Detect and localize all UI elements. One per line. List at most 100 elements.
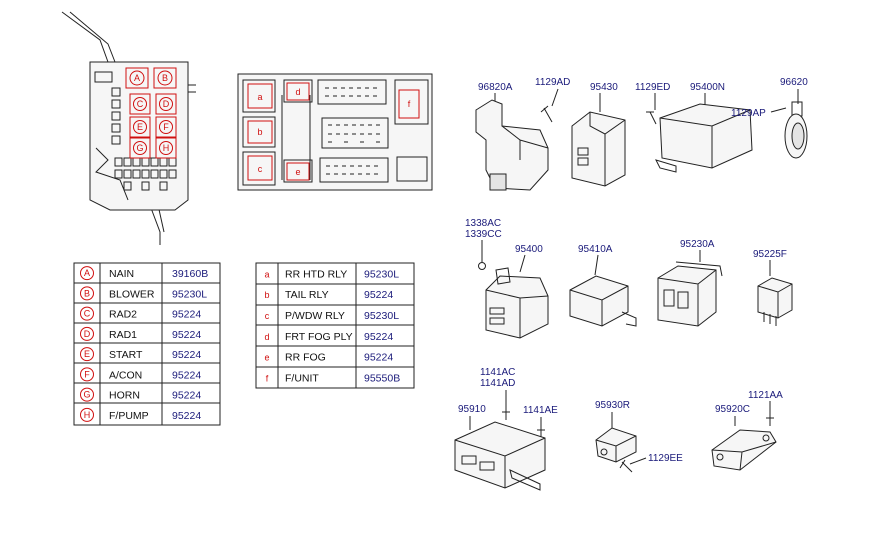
row-part: 95224: [172, 329, 201, 341]
row-name: F/PUMP: [109, 410, 149, 422]
svg-text:95400N: 95400N: [690, 82, 725, 93]
row-name: HORN: [109, 390, 140, 402]
part-1129AD: 1129AD: [535, 77, 570, 123]
row-key-circle: [80, 286, 94, 301]
svg-text:95410A: 95410A: [578, 244, 613, 255]
row-key-circle: [80, 367, 94, 382]
svg-text:f: f: [408, 99, 411, 109]
row-part: 95224: [364, 331, 393, 343]
svg-text:95930R: 95930R: [595, 400, 630, 411]
svg-text:H: H: [163, 143, 170, 153]
relay-H: H: [155, 137, 177, 159]
row-name: P/WDW RLY: [285, 310, 345, 322]
row-key: b: [264, 290, 269, 300]
svg-text:95920C: 95920C: [715, 404, 750, 415]
row-part: 95230L: [364, 268, 399, 280]
part-95930R: 95930R 1129EE: [595, 400, 683, 473]
svg-text:e: e: [295, 167, 300, 177]
svg-text:D: D: [163, 99, 170, 109]
row-key: a: [264, 269, 269, 279]
svg-text:C: C: [137, 99, 144, 109]
row-name: NAIN: [109, 268, 134, 280]
fuse-box-2: a b c d e f: [237, 73, 433, 191]
fuse-box-1: A B C D E F G: [61, 11, 196, 245]
relay-G: G: [129, 137, 151, 159]
svg-text:a: a: [257, 92, 262, 102]
row-part: 95224: [364, 352, 393, 364]
svg-text:1129AP: 1129AP: [731, 108, 766, 119]
svg-text:1141AE: 1141AE: [523, 405, 558, 416]
relay-D: D: [155, 93, 177, 115]
svg-text:1338AC: 1338AC: [465, 218, 501, 229]
part-95400: 95400: [485, 244, 549, 339]
part-95400N: 95400N: [655, 82, 753, 173]
svg-text:1129EE: 1129EE: [648, 453, 683, 464]
row-key-circle: [80, 306, 94, 321]
svg-text:G: G: [136, 143, 143, 153]
row-name: F/UNIT: [285, 372, 319, 384]
relay-B: B: [153, 67, 177, 89]
row-key: H: [84, 410, 91, 420]
row-part: 95224: [172, 369, 201, 381]
part-1338AC-1339CC: 1338AC 1339CC: [465, 218, 502, 270]
svg-text:96620: 96620: [780, 77, 808, 88]
part-95410A: 95410A: [569, 244, 637, 327]
row-key: G: [83, 390, 90, 400]
svg-text:A: A: [134, 73, 140, 83]
svg-text:1129AD: 1129AD: [535, 77, 570, 88]
row-key: e: [264, 353, 269, 363]
svg-text:F: F: [163, 122, 169, 132]
row-part: 95550B: [364, 372, 400, 384]
row-name: RR FOG: [285, 352, 326, 364]
row-part: 95224: [364, 289, 393, 301]
svg-text:1129ED: 1129ED: [635, 82, 670, 93]
svg-text:1141AD: 1141AD: [480, 378, 515, 389]
row-key: D: [84, 329, 91, 339]
svg-text:1141AC: 1141AC: [480, 367, 515, 378]
row-name: START: [109, 349, 143, 361]
row-key: c: [265, 311, 270, 321]
svg-text:c: c: [258, 164, 263, 174]
svg-text:95430: 95430: [590, 82, 618, 93]
slot-b: b: [247, 120, 273, 144]
relay-E: E: [129, 116, 151, 138]
row-name: RR HTD RLY: [285, 268, 347, 280]
row-key: B: [84, 288, 90, 298]
row-part: 39160B: [172, 268, 208, 280]
slot-a: a: [247, 83, 273, 109]
slot-e: e: [286, 162, 310, 181]
row-key: d: [264, 332, 269, 342]
table-2-row: f F/UNIT 95550B: [266, 372, 400, 384]
row-part: 95224: [172, 309, 201, 321]
row-part: 95224: [172, 349, 201, 361]
part-96820A: 96820A: [475, 82, 549, 191]
table-2-row: d FRT FOG PLY 95224: [264, 331, 393, 343]
fuse-slot-grid: [111, 87, 177, 191]
table-2-row: a RR HTD RLY 95230L: [264, 268, 399, 280]
row-name: RAD2: [109, 309, 137, 321]
svg-text:95225F: 95225F: [753, 249, 787, 260]
svg-text:1121AA: 1121AA: [748, 390, 783, 401]
svg-text:96820A: 96820A: [478, 82, 513, 93]
row-name: A/CON: [109, 369, 142, 381]
svg-text:95400: 95400: [515, 244, 543, 255]
row-key: f: [266, 373, 269, 383]
svg-text:E: E: [137, 122, 143, 132]
svg-text:b: b: [257, 127, 262, 137]
part-1129ED: 1129ED: [635, 82, 670, 125]
row-key-circle: [80, 326, 94, 341]
row-name: FRT FOG PLY: [285, 331, 353, 343]
row-key-circle: [80, 387, 94, 402]
part-95225F: 95225F: [753, 249, 793, 326]
